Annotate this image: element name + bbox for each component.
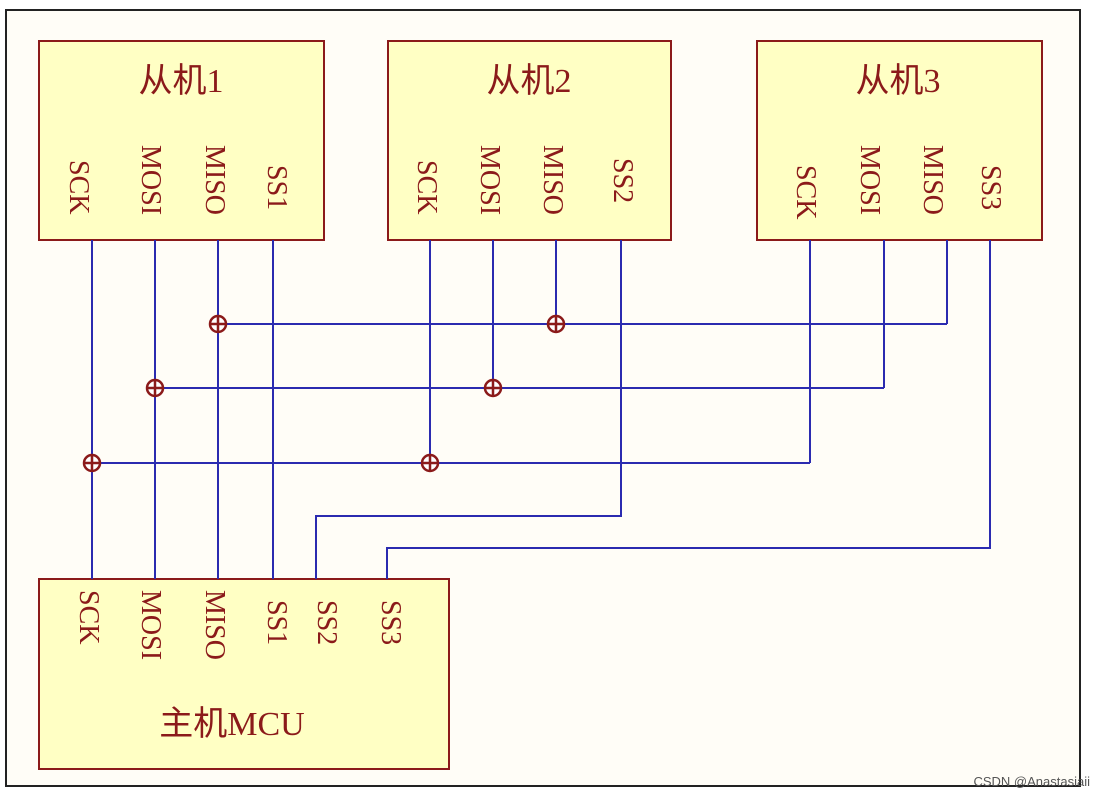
master-pin-miso: MISO: [199, 590, 230, 660]
watermark: CSDN @Anastasiaii: [973, 774, 1090, 789]
master-pin-mosi: MOSI: [135, 590, 166, 660]
ss3-wire: [386, 240, 991, 579]
master-pin-ss3: SS3: [375, 600, 406, 645]
master-box: SCK MOSI MISO SS1 SS2 SS3 主机MCU: [38, 578, 450, 770]
slave2-pin-miso: MISO: [537, 145, 568, 215]
master-pin-ss1: SS1: [261, 600, 292, 645]
slave3-pin-mosi: MOSI: [854, 145, 885, 215]
junction-mosi-2: [483, 378, 503, 398]
slave1-pin-mosi: MOSI: [135, 145, 166, 215]
junction-sck-2: [420, 453, 440, 473]
junction-sck-1: [82, 453, 102, 473]
slave3-pin-ss3: SS3: [975, 165, 1006, 210]
slave-box-2: 从机2 SCK MOSI MISO SS2: [387, 40, 672, 241]
master-pin-sck: SCK: [73, 590, 104, 644]
junction-miso-2: [546, 314, 566, 334]
ss2-wire: [315, 240, 622, 579]
master-pin-ss2: SS2: [311, 600, 342, 645]
slave1-pin-ss1: SS1: [261, 165, 292, 210]
master-title: 主机MCU: [159, 705, 304, 743]
slave3-pin-sck: SCK: [790, 165, 821, 219]
junction-miso-1: [208, 314, 228, 334]
slave2-pin-mosi: MOSI: [474, 145, 505, 215]
slave1-pin-miso: MISO: [199, 145, 230, 215]
slave1-pin-sck: SCK: [63, 160, 94, 214]
slave-title-3: 从机3: [856, 62, 941, 100]
slave2-pin-ss2: SS2: [607, 158, 638, 203]
slave-title-2: 从机2: [487, 62, 572, 100]
slave2-pin-sck: SCK: [411, 160, 442, 214]
slave3-pin-miso: MISO: [917, 145, 948, 215]
slave-box-1: 从机1 SCK MOSI MISO SS1: [38, 40, 325, 241]
slave-title-1: 从机1: [139, 62, 224, 100]
slave-box-3: 从机3 SCK MOSI MISO SS3: [756, 40, 1043, 241]
junction-mosi-1: [145, 378, 165, 398]
wires: [91, 240, 991, 579]
